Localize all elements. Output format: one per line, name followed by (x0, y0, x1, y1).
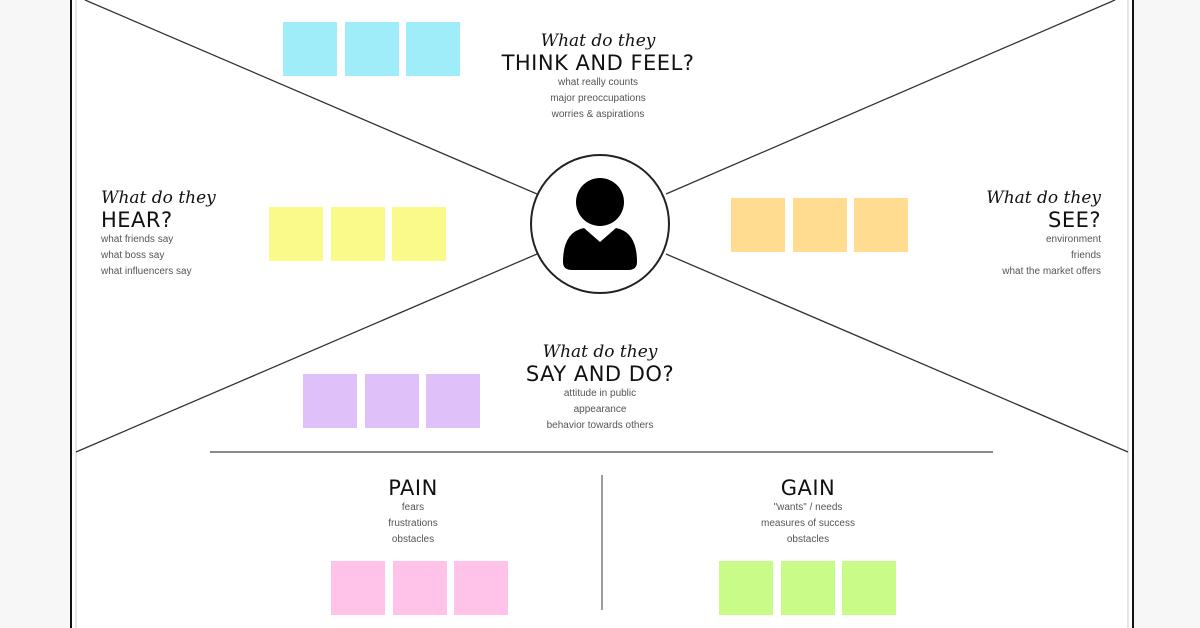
hear-sticky-note[interactable] (392, 207, 446, 261)
say-sticky-note[interactable] (364, 374, 419, 428)
see-item: friends (1070, 250, 1101, 261)
pain-title: PAIN (388, 476, 438, 500)
diagonal-top-right (665, 0, 1116, 195)
think-script: What do they (540, 31, 656, 51)
persona-circle (530, 154, 670, 294)
hear-script: What do they (101, 188, 216, 208)
gain-section: GAIN "wants" / needs measures of success… (728, 476, 888, 548)
gain-sticky-note[interactable] (780, 561, 835, 615)
gain-item: obstacles (786, 534, 830, 545)
hear-sticky-note[interactable] (269, 207, 323, 261)
hear-section: What do they HEAR? what friends say what… (101, 188, 261, 280)
say-item: attitude in public (563, 388, 637, 399)
pain-item: fears (401, 502, 425, 513)
say-item: appearance (573, 404, 627, 415)
say-do-section: What do they SAY AND DO? attitude in pub… (480, 342, 720, 434)
pain-sticky-note[interactable] (392, 561, 447, 615)
think-item: major preoccupations (550, 93, 646, 104)
hear-item: what influencers say (101, 266, 192, 277)
see-item: environment (1045, 234, 1101, 245)
gain-item: measures of success (761, 518, 855, 529)
hear-item: what friends say (101, 234, 174, 245)
think-feel-section: What do they THINK AND FEEL? what really… (470, 31, 726, 123)
see-sticky-note[interactable] (792, 198, 847, 252)
see-sticky-note[interactable] (854, 198, 908, 252)
think-sticky-note[interactable] (283, 22, 337, 76)
person-icon (563, 178, 637, 270)
gain-item: "wants" / needs (773, 502, 843, 513)
gain-sticky-note[interactable] (719, 561, 773, 615)
say-script: What do they (542, 342, 658, 362)
say-title: SAY AND DO? (525, 362, 675, 386)
see-item: what the market offers (1002, 266, 1101, 277)
see-script: What do they (986, 188, 1101, 208)
think-item: worries & aspirations (551, 109, 645, 120)
say-sticky-note[interactable] (426, 374, 480, 428)
think-sticky-note[interactable] (344, 22, 399, 76)
pain-sticky-note[interactable] (331, 561, 385, 615)
diagonal-bottom-right (665, 253, 1129, 453)
say-sticky-note[interactable] (303, 374, 357, 428)
diagonal-bottom-left (75, 253, 538, 453)
hear-item: what boss say (101, 250, 165, 261)
hear-title: HEAR? (101, 208, 173, 232)
gain-title: GAIN (780, 476, 836, 500)
see-section: What do they SEE? environment friends wh… (941, 188, 1101, 280)
pain-section: PAIN fears frustrations obstacles (333, 476, 493, 548)
pain-sticky-note[interactable] (454, 561, 508, 615)
see-title: SEE? (1047, 208, 1101, 232)
think-title: THINK AND FEEL? (501, 51, 695, 75)
diagonal-top-left (84, 0, 538, 195)
gain-sticky-note[interactable] (842, 561, 896, 615)
pain-item: frustrations (388, 518, 438, 529)
say-item: behavior towards others (546, 420, 654, 431)
hear-sticky-note[interactable] (330, 207, 385, 261)
think-item: what really counts (557, 77, 639, 88)
see-sticky-note[interactable] (731, 198, 785, 252)
think-sticky-note[interactable] (406, 22, 460, 76)
pain-item: obstacles (391, 534, 435, 545)
